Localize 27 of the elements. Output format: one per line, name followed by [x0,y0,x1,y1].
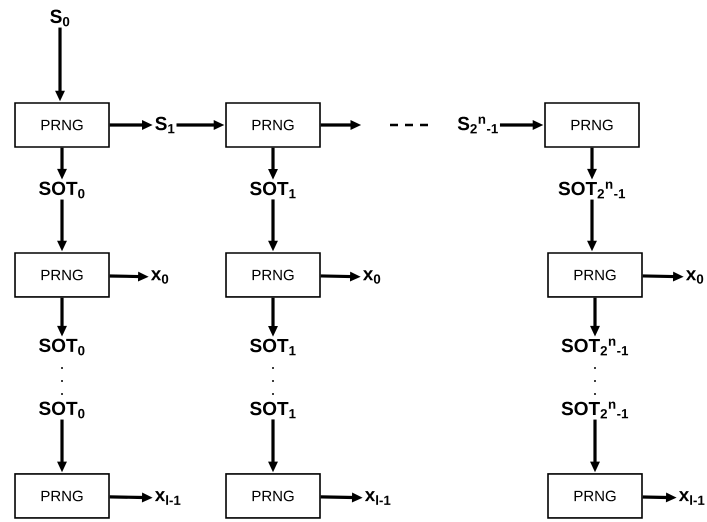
signal-label: SOT$_{2}$n-1 [562,402,628,418]
signal-label: x$_{l-1}$ [678,491,704,505]
process-box: PRNG [225,102,321,148]
process-box: PRNG [225,252,321,298]
process-box: PRNG [14,473,110,519]
signal-label: x$_{0}$ [150,270,168,284]
signal-label: SOT$_{1}$ [250,402,296,418]
signal-label: S$_{2}$n-1 [458,116,498,134]
process-box: PRNG [14,252,110,298]
signal-label: SOT$_{1}$ [250,338,296,356]
signal-label: S$_{1}$ [155,116,174,134]
signal-label: SOT$_{0}$ [39,338,84,356]
signal-label: SOT$_{1}$ [250,182,296,198]
signal-label: SOT$_{0}$ [39,182,84,198]
signal-label: S$_{0}$ [50,10,70,26]
process-box: PRNG [547,252,643,298]
process-box: PRNG [225,473,321,519]
signal-label: SOT$_{2}$n-1 [558,182,626,198]
signal-label: SOT$_{2}$n-1 [562,338,628,356]
signal-label: SOT$_{0}$ [39,402,84,418]
signal-label: x$_{l-1}$ [154,491,180,505]
signal-label: x$_{l-1}$ [364,491,390,505]
process-box: PRNG [544,102,640,148]
process-box: PRNG [547,473,643,519]
signal-label: x$_{0}$ [362,270,380,284]
process-box: PRNG [14,102,110,148]
signal-label: x$_{0}$ [686,270,704,284]
